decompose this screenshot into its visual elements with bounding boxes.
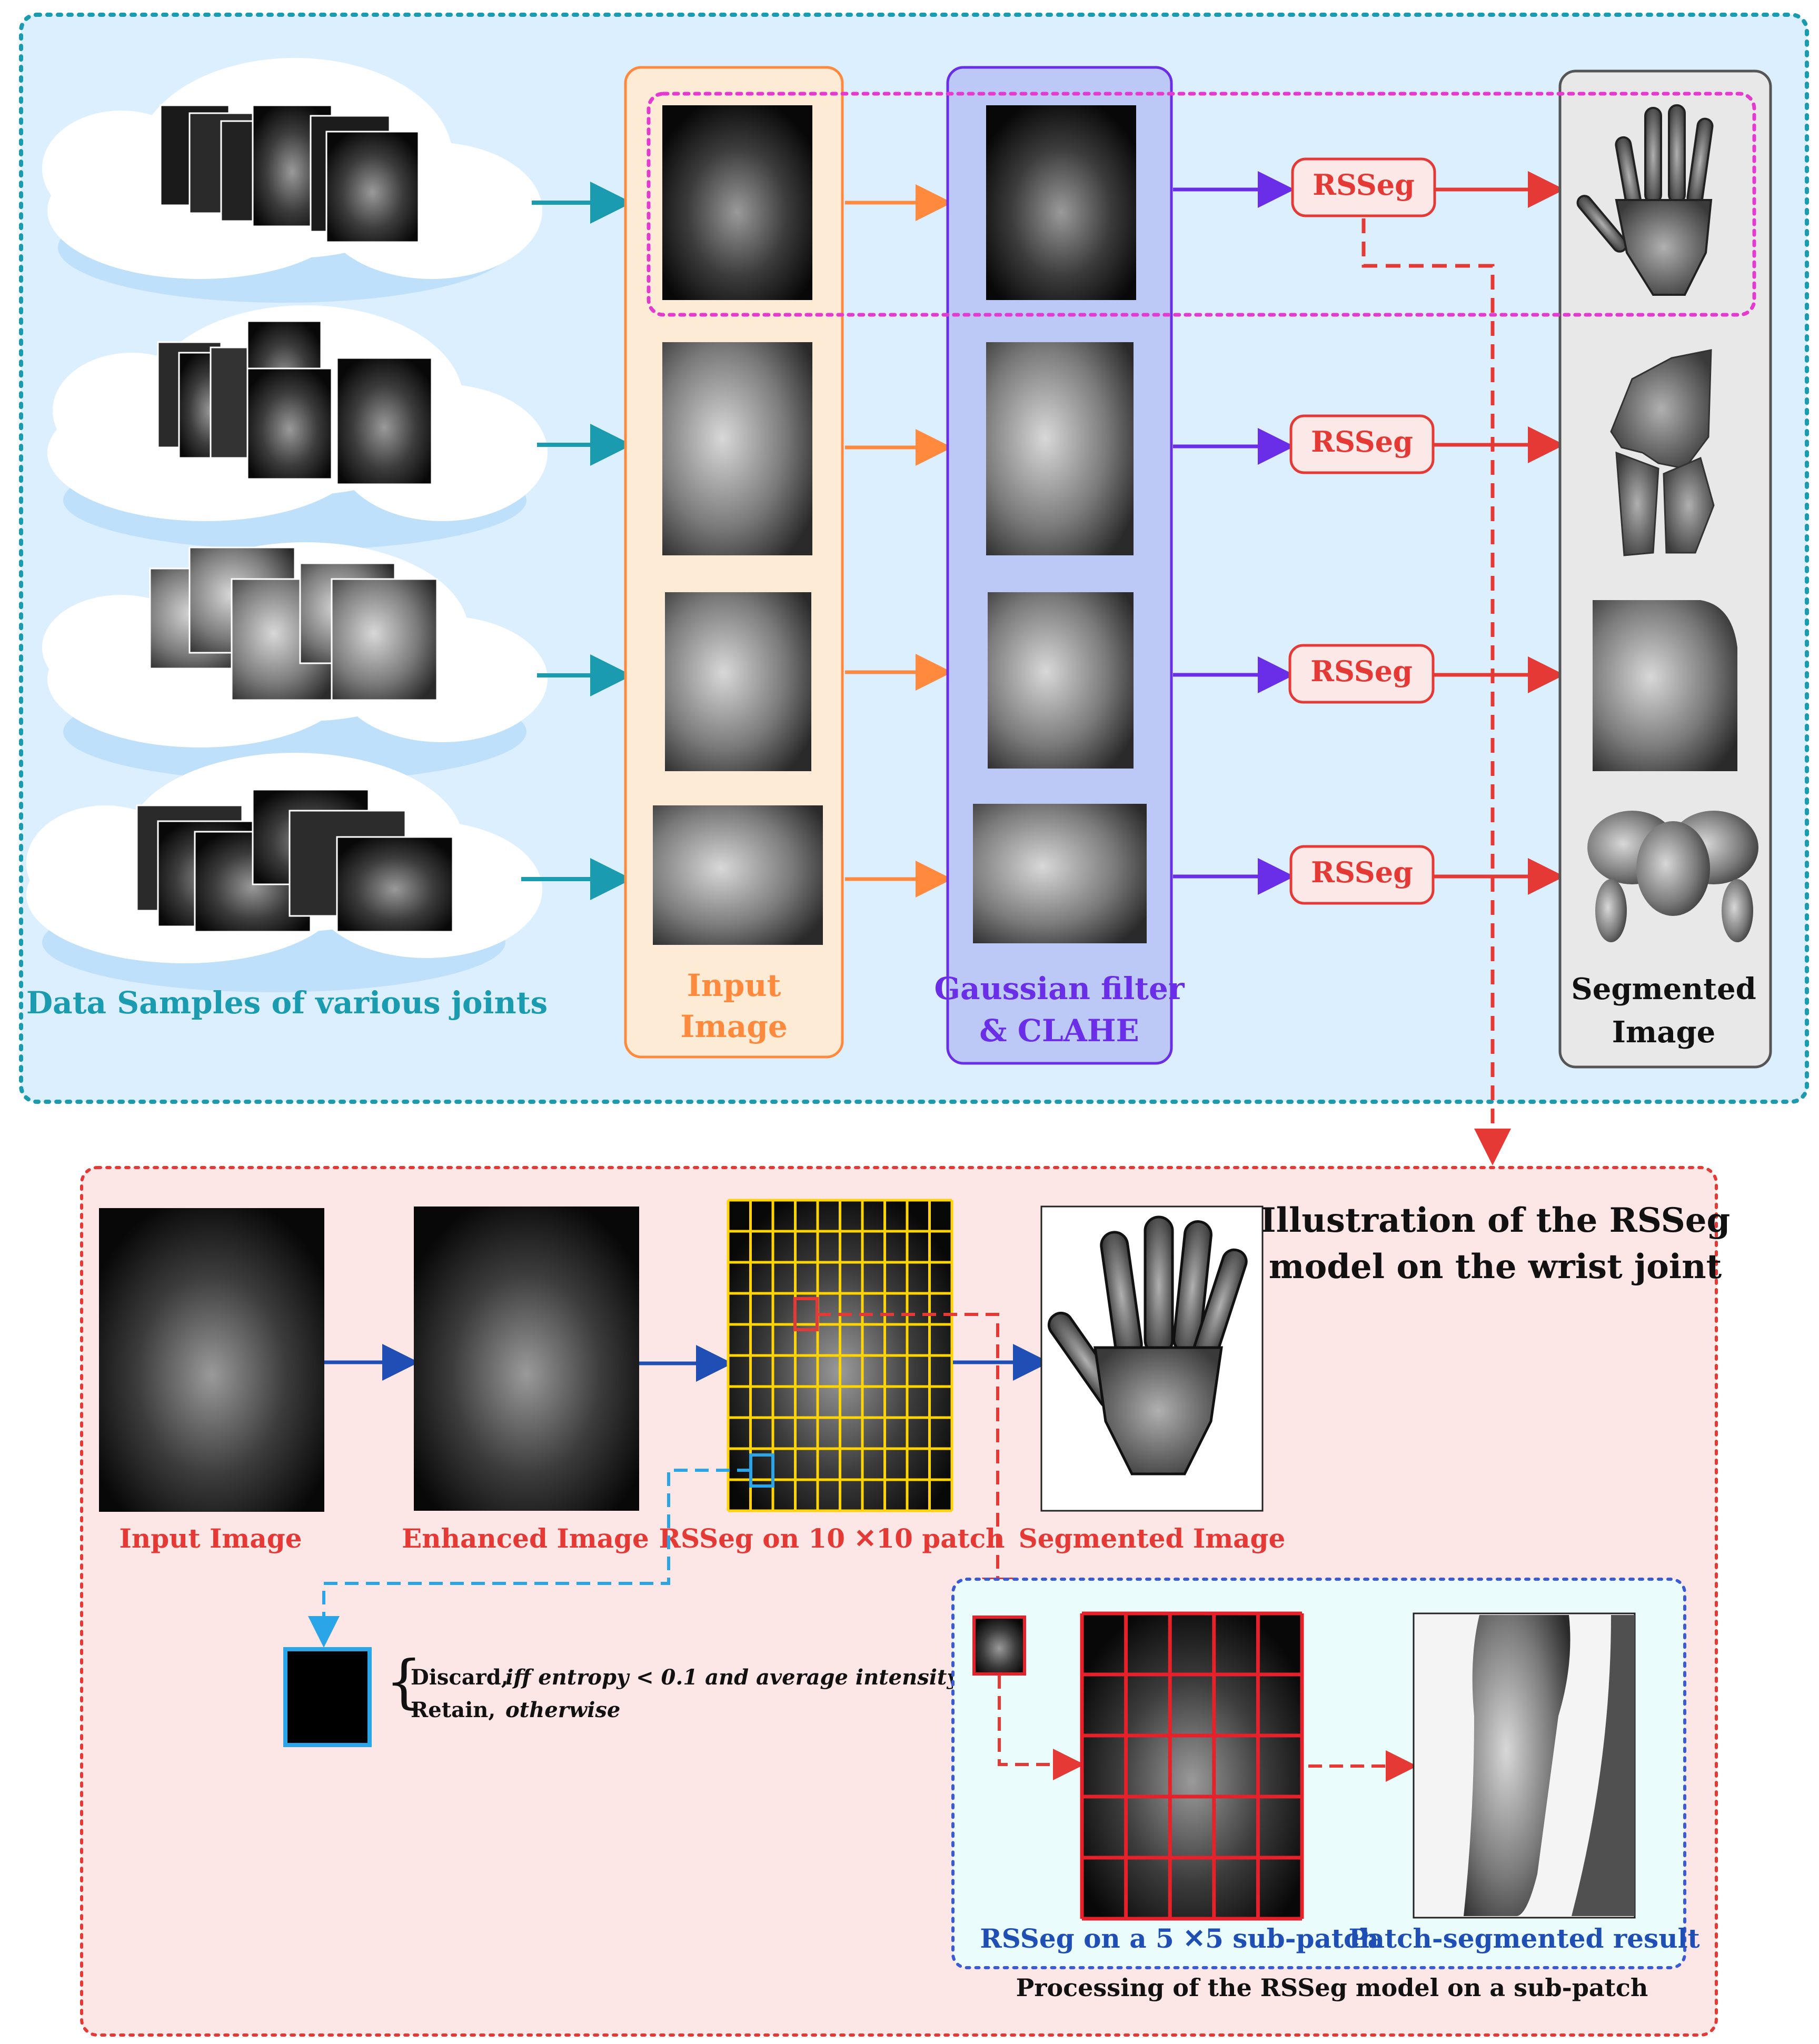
subpatch-label: RSSeg on a 5 ✕5 sub-patch xyxy=(980,1923,1379,1954)
segmented-elbow xyxy=(1610,349,1715,556)
subpatch-grid-5x5 xyxy=(1080,1611,1304,1921)
bottom-enhanced-xray xyxy=(414,1207,639,1511)
patch-label: RSSeg on 10 ✕10 patch xyxy=(659,1523,1005,1554)
patch-result-bone-edge xyxy=(1572,1615,1635,1916)
rsseg-box-1: RSSeg xyxy=(1291,157,1436,217)
segmented-label-line2: Image xyxy=(1612,1015,1716,1050)
enhanced-hand-xray xyxy=(986,105,1136,300)
patch-result-label: Patch-segmented result xyxy=(1348,1923,1699,1954)
rsseg-box-2: RSSeg xyxy=(1289,414,1435,474)
svg-text:RSSeg: RSSeg xyxy=(1313,168,1415,202)
rule-retain-condition: otherwise xyxy=(505,1698,620,1722)
input-shoulder-xray xyxy=(665,592,811,771)
enhance-label-line2: & CLAHE xyxy=(979,1013,1139,1049)
input-hand-xray xyxy=(662,105,812,300)
bottom-segmented-hand xyxy=(1047,1215,1248,1475)
rule-discard: Discard, xyxy=(411,1665,509,1690)
segmented-shoulder xyxy=(1593,600,1737,771)
cloud-elbow-samples xyxy=(47,305,548,550)
enhance-label-line1: Gaussian filter xyxy=(934,971,1185,1006)
input-label-line1: Input xyxy=(687,968,781,1003)
enhanced-elbow-xray xyxy=(986,342,1134,555)
wrist-row-highlight xyxy=(647,92,1756,317)
bottom-title-line2: model on the wrist joint xyxy=(1269,1247,1722,1287)
subpatch-connector-right xyxy=(998,1675,1085,1780)
discarded-patch xyxy=(283,1647,372,1747)
rsseg-detail-connector xyxy=(1361,218,1511,1165)
subpatch-connector-down xyxy=(817,1313,1013,1609)
input-elbow-xray xyxy=(662,342,812,555)
segmented-hand xyxy=(1576,104,1714,296)
rule-retain: Retain, xyxy=(411,1698,495,1722)
bottom-segmented-label: Segmented Image xyxy=(1019,1523,1286,1554)
input-pelvis-xray xyxy=(653,805,823,945)
rsseg-box-3: RSSeg xyxy=(1288,644,1435,704)
segmented-pelvis xyxy=(1587,811,1758,942)
input-label-line2: Image xyxy=(680,1009,788,1044)
bottom-input-xray xyxy=(99,1208,324,1512)
rsseg-box-4: RSSeg xyxy=(1289,845,1435,905)
discard-connector xyxy=(308,1469,751,1648)
cloud-shoulder-samples xyxy=(42,542,548,782)
subpatch-thumbnail xyxy=(972,1616,1026,1676)
enhanced-shoulder-xray xyxy=(988,592,1134,769)
enhanced-pelvis-xray xyxy=(973,804,1147,943)
rule-discard-condition: iff entropy < 0.1 and average intensity … xyxy=(505,1665,1006,1690)
rule-brace: { xyxy=(385,1648,422,1715)
data-samples-label: Data Samples of various joints xyxy=(26,985,548,1021)
bottom-title-line1: Illustration of the RSSeg xyxy=(1260,1201,1731,1240)
cloud-pelvis-samples xyxy=(26,753,542,992)
svg-text:RSSeg: RSSeg xyxy=(1311,855,1413,889)
bottom-enhanced-label: Enhanced Image xyxy=(402,1523,649,1554)
subpatch-caption: Processing of the RSSeg model on a sub-p… xyxy=(1016,1973,1648,2002)
segmented-label-line1: Segmented xyxy=(1571,972,1756,1006)
patch-grid-10x10 xyxy=(727,1199,953,1512)
svg-text:RSSeg: RSSeg xyxy=(1311,425,1413,458)
bottom-input-label: Input Image xyxy=(119,1523,302,1554)
patch-result-bone xyxy=(1464,1615,1570,1916)
cloud-hand-samples xyxy=(42,58,542,303)
svg-text:RSSeg: RSSeg xyxy=(1310,654,1413,688)
subpatch-grid-xray xyxy=(1082,1613,1302,1919)
